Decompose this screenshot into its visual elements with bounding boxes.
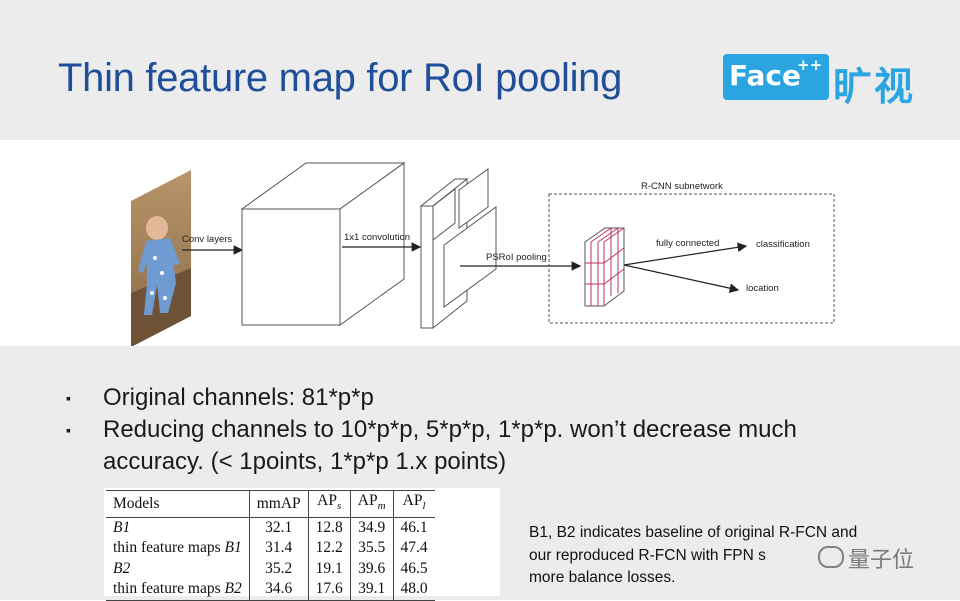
model-id: B1 xyxy=(113,518,131,536)
bullet-list: ▪ Original channels: 81*p*p ▪ Reducing c… xyxy=(66,382,896,478)
location-arrow xyxy=(623,264,740,293)
note-line: our reproduced R-FCN with FPN s xyxy=(529,546,766,564)
cell-ap-s: 12.2 xyxy=(308,538,351,559)
results-table-panel: Models mmAP APs APm APl B1 32.1 12.8 34.… xyxy=(104,488,500,601)
cell-ap-s: 19.1 xyxy=(308,558,351,580)
header-ap-l: APl xyxy=(393,490,435,518)
cell-ap-s: 12.8 xyxy=(308,517,351,539)
bullet-text: Reducing channels to 10*p*p, 5*p*p, 1*p*… xyxy=(103,416,797,475)
cell-ap-m: 39.6 xyxy=(350,558,394,580)
note-line: more balance losses. xyxy=(529,569,676,586)
cell-mmap: 35.2 xyxy=(249,558,309,580)
header-models: Models xyxy=(106,490,250,518)
note-line: B1, B2 indicates baseline of original R-… xyxy=(529,524,858,541)
bullet-text: Original channels: 81*p*p xyxy=(103,384,374,411)
logo-chinese-text: 旷视 xyxy=(833,65,916,110)
cell-mmap: 32.1 xyxy=(249,517,309,539)
thin-map-inner-panels xyxy=(443,168,497,308)
cell-ap-l: 46.1 xyxy=(400,518,428,536)
feature-map-cube xyxy=(240,162,406,326)
bullet-item: ▪ Reducing channels to 10*p*p, 5*p*p, 1*… xyxy=(66,414,896,478)
cell-model: thin feature maps B2 xyxy=(106,579,250,601)
results-table: Models mmAP APs APm APl B1 32.1 12.8 34.… xyxy=(106,490,435,601)
model-prefix: thin feature maps xyxy=(113,539,225,557)
classification-arrow xyxy=(623,242,748,266)
architecture-diagram-svg: Conv layers 1x1 convolution PSRoI poolin… xyxy=(131,162,835,346)
header-subscript: l xyxy=(422,500,426,513)
cell-ap-m: 39.1 xyxy=(350,579,394,601)
header-ap-text: AP xyxy=(317,492,337,509)
header-ap-text: AP xyxy=(357,492,378,509)
cell-ap-m: 34.9 xyxy=(350,517,394,539)
header-ap-s: APs xyxy=(308,490,351,518)
label-conv-layers: Conv layers xyxy=(182,234,232,245)
header-subscript: s xyxy=(336,500,342,513)
bullet-marker: ▪ xyxy=(66,422,71,438)
face-plus-plus-logo: Face ++ 旷视 xyxy=(723,54,933,110)
label-location: location xyxy=(746,283,779,294)
table-row: thin feature maps B2 34.6 17.6 39.1 48.0 xyxy=(106,579,435,601)
table-row: B1 32.1 12.8 34.9 46.1 xyxy=(106,517,435,539)
baseline-note: B1, B2 indicates baseline of original R-… xyxy=(529,522,939,590)
cell-ap-m: 35.5 xyxy=(350,538,394,559)
cell-ap-l: 46.5 xyxy=(400,559,428,577)
slide-title: Thin feature map for RoI pooling xyxy=(58,56,623,100)
label-fully-connected: fully connected xyxy=(656,238,719,249)
cell-mmap: 34.6 xyxy=(249,579,309,601)
logo-box: Face ++ xyxy=(723,54,829,100)
header-subscript: m xyxy=(377,500,386,513)
cell-model: thin feature maps B1 xyxy=(106,538,250,559)
watermark-text: 量子位 xyxy=(848,548,915,573)
model-prefix: thin feature maps xyxy=(113,580,225,598)
table-header-row: Models mmAP APs APm APl xyxy=(106,490,435,518)
label-1x1-convolution: 1x1 convolution xyxy=(344,232,410,243)
label-rcnn-subnetwork: R-CNN subnetwork xyxy=(641,181,723,192)
model-id: B2 xyxy=(224,580,242,598)
label-psroi-pooling: PSRoI pooling xyxy=(486,252,547,263)
table-row: thin feature maps B1 31.4 12.2 35.5 47.4 xyxy=(106,538,435,559)
bullet-item: ▪ Original channels: 81*p*p xyxy=(66,382,896,414)
cell-ap-l: 48.0 xyxy=(393,579,435,601)
table-row: B2 35.2 19.1 39.6 46.5 xyxy=(106,558,435,580)
model-id: B1 xyxy=(224,539,242,557)
logo-superscript: ++ xyxy=(797,56,823,74)
bullet-marker: ▪ xyxy=(66,390,71,406)
cell-mmap: 31.4 xyxy=(249,538,309,559)
header-band: Thin feature map for RoI pooling Face ++… xyxy=(0,0,960,140)
label-classification: classification xyxy=(756,239,810,250)
cell-ap-s: 17.6 xyxy=(308,579,351,601)
logo-brand-text: Face xyxy=(729,59,801,92)
watermark: 量子位 xyxy=(818,542,938,573)
model-id: B2 xyxy=(113,559,131,577)
header-ap-m: APm xyxy=(350,490,394,518)
input-image xyxy=(131,170,191,346)
content-area: ▪ Original channels: 81*p*p ▪ Reducing c… xyxy=(0,346,960,601)
header-ap-text: AP xyxy=(402,492,423,509)
header-mmap: mmAP xyxy=(249,490,309,518)
pooled-grid xyxy=(584,227,625,307)
rcnn-subnetwork-box xyxy=(548,193,835,324)
cell-model: B1 xyxy=(106,517,250,539)
wechat-icon xyxy=(818,546,844,568)
cell-ap-l: 47.4 xyxy=(400,539,428,557)
architecture-diagram: Conv layers 1x1 convolution PSRoI poolin… xyxy=(0,143,960,346)
cell-model: B2 xyxy=(106,558,250,580)
